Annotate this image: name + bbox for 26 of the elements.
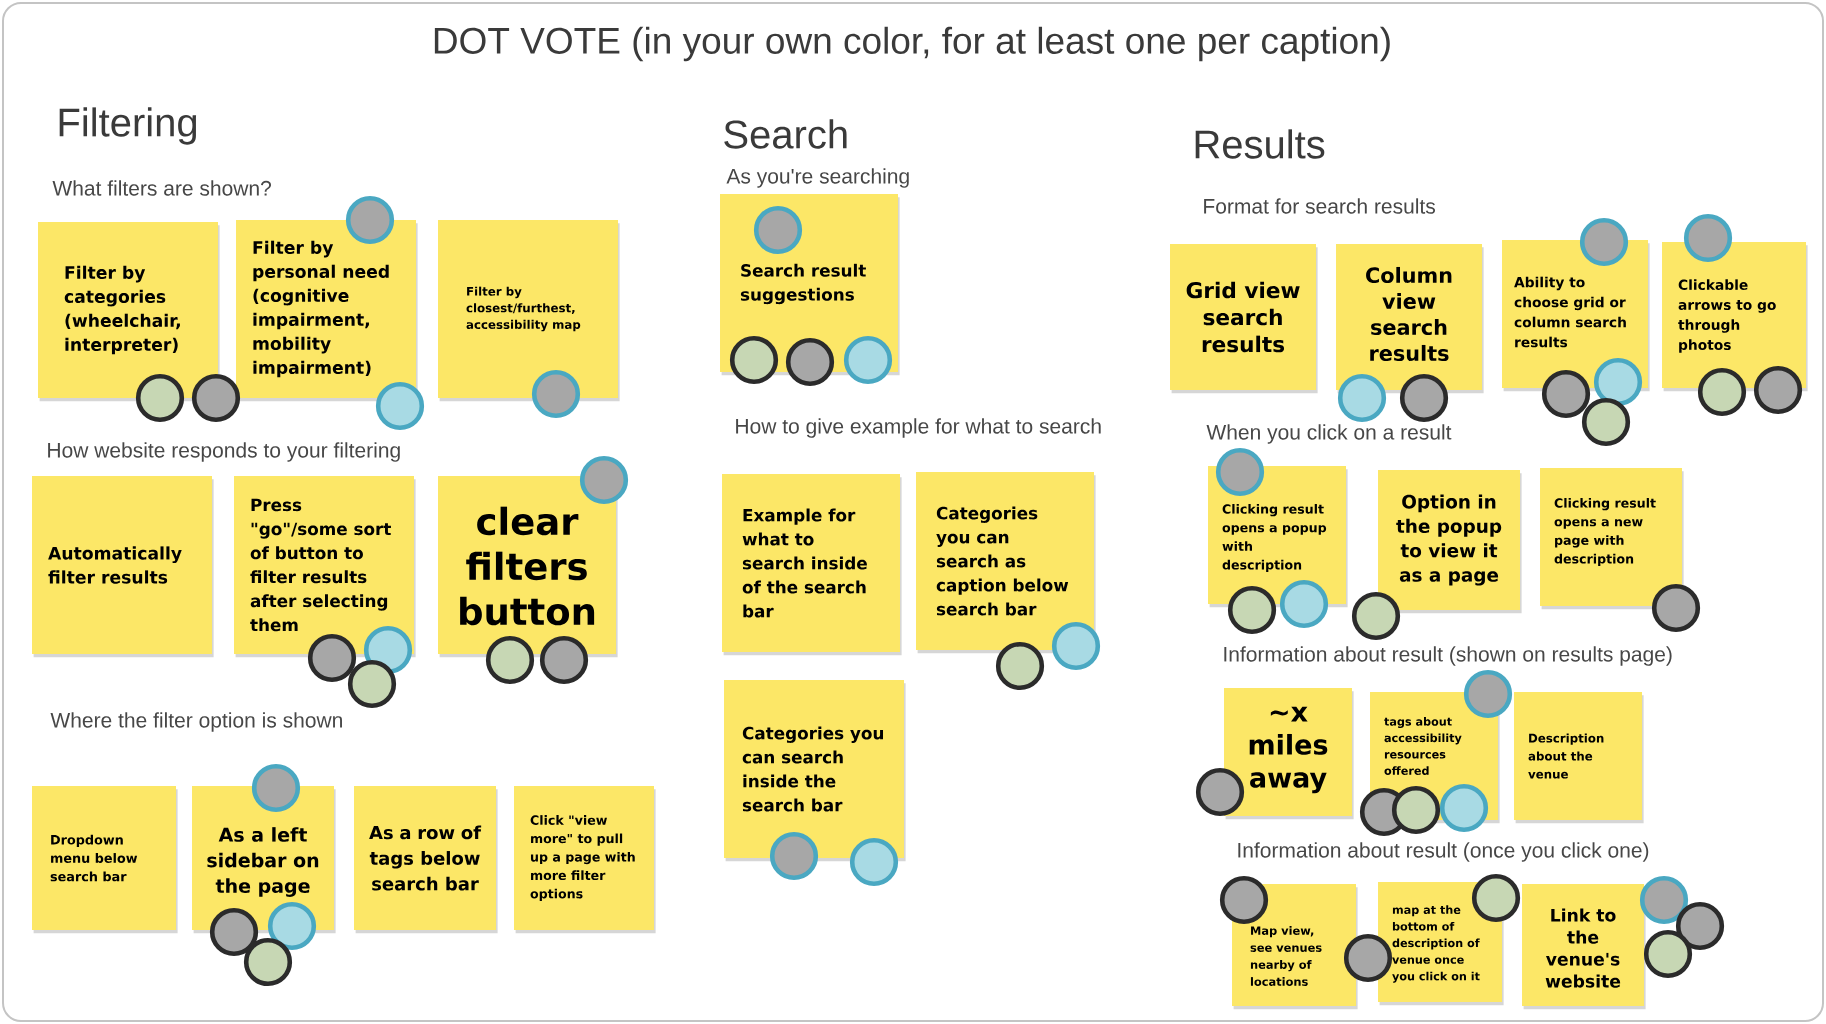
sticky-note: Automatically filter results (32, 476, 214, 658)
sticky-note: Categories you can search inside the search bar (724, 680, 906, 862)
sticky-note: Filter by categories (wheelchair, interpreter) (38, 222, 220, 402)
sticky-note: Option in the popup to view it as a page (1378, 470, 1522, 614)
sticky-note: Press "go"/some sort of button to filter results after selecting them (234, 476, 416, 658)
sticky-note: Link to the venue's website (1522, 884, 1646, 1010)
section-heading: Results (1195, 129, 1325, 159)
sticky-note: Categories you can search as caption below search bar (916, 472, 1096, 654)
subheading: Where the filter option is shown (50, 712, 342, 732)
subheading: How website responds to your filtering (48, 442, 400, 462)
subheading: Format for search results (1204, 198, 1435, 214)
subheading: When you click on a result (1206, 424, 1452, 444)
subheading: What filters are shown? (52, 180, 271, 196)
subheading: Information about result (shown on results page) (1224, 646, 1672, 666)
sticky-note: Example for what to search inside of the search bar (722, 474, 902, 656)
subheading: How to give example for what to search (736, 418, 1101, 438)
section-heading: Filtering (59, 107, 197, 145)
board-title: DOT VOTE (in your own color, for at least one per caption) (434, 26, 1390, 62)
sticky-note: Column view search results (1336, 244, 1484, 394)
sticky-note: ~x miles away (1224, 688, 1354, 820)
sticky-note: As a row of tags below search bar (354, 786, 498, 934)
section-heading: Search (724, 119, 847, 149)
sticky-note: Grid view search results (1170, 244, 1318, 394)
subheading: Information about result (once you click one) (1238, 842, 1649, 862)
sticky-note: clear filters button (438, 476, 618, 658)
sticky-note: Filter by personal need (cognitive impairment, mobility impairment) (236, 220, 418, 402)
